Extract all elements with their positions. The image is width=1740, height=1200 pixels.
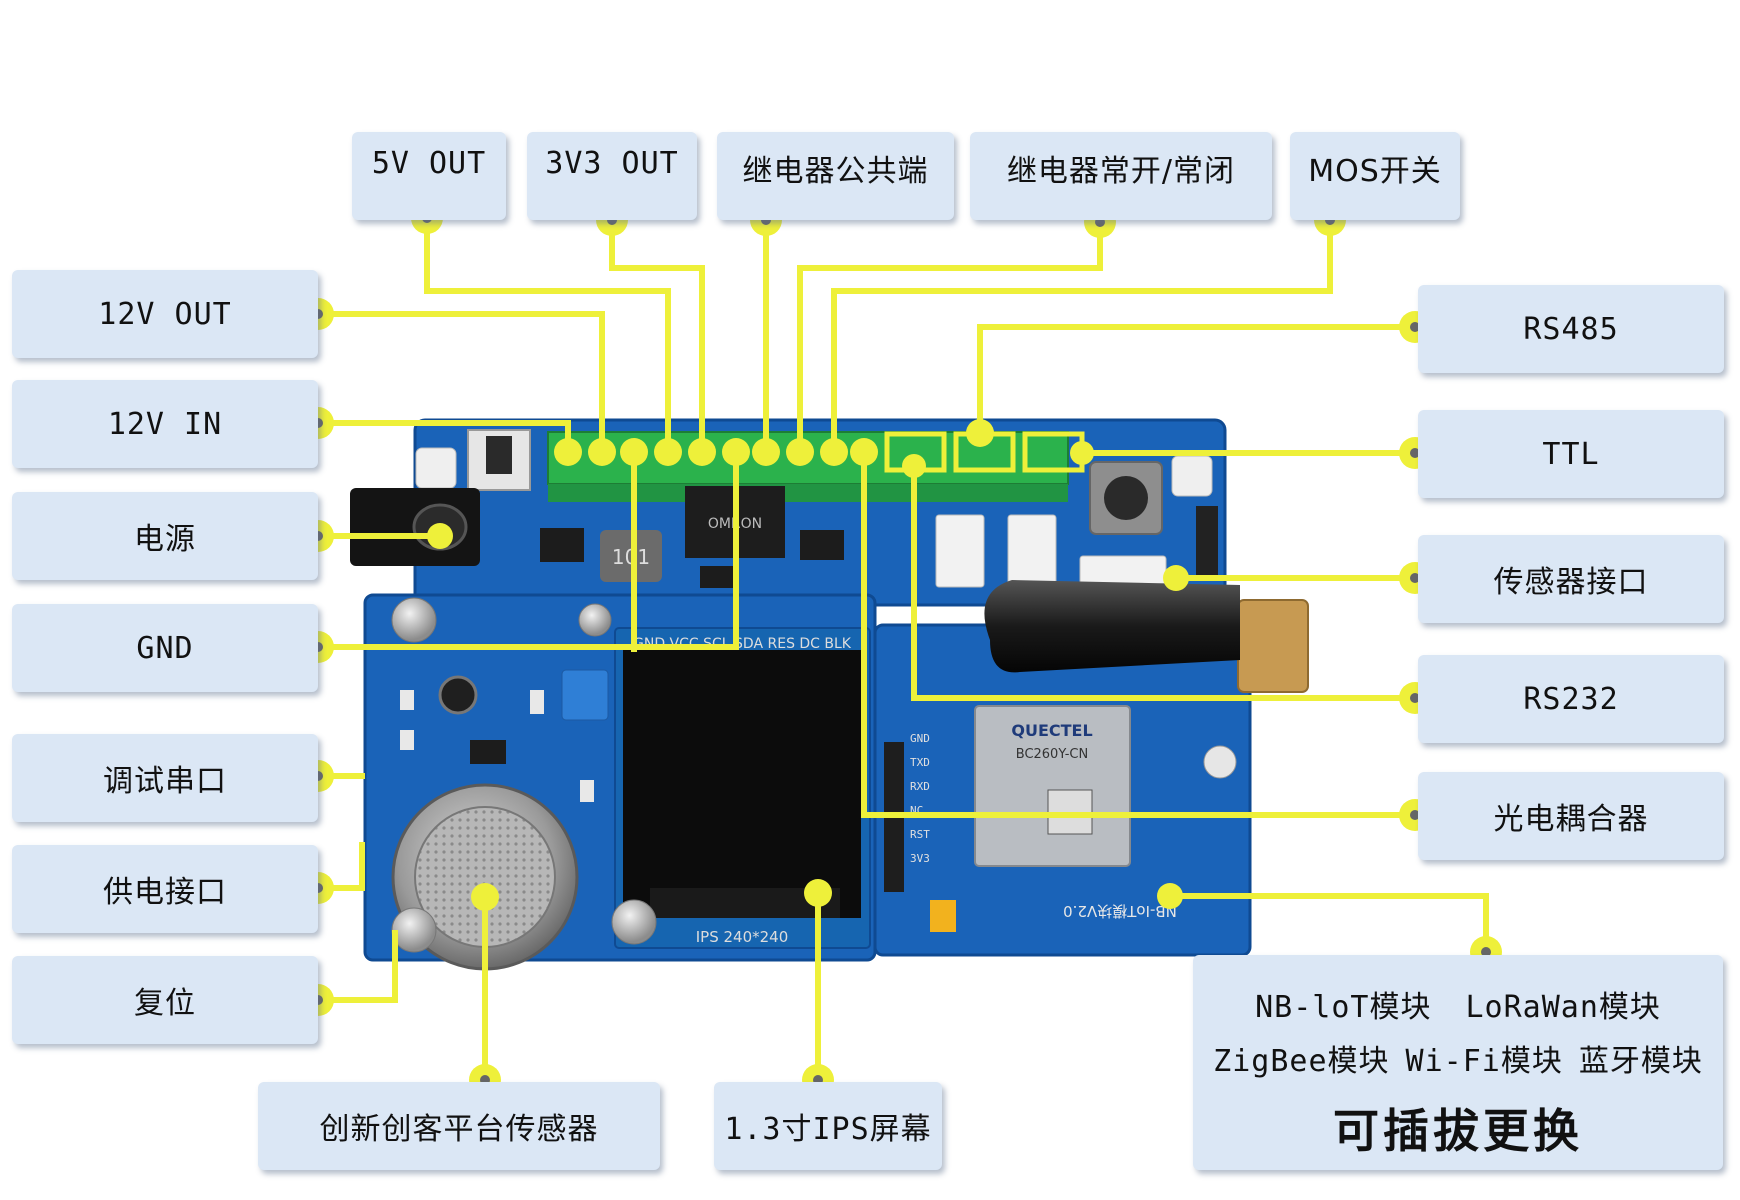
label-12v-out: 12V OUT [12, 270, 318, 358]
module-nbiot: NB-loT模块 [1255, 990, 1432, 1025]
jst-ttl [1007, 514, 1057, 588]
label-rs485: RS485 [1418, 285, 1724, 373]
module-board: GND TXD RXD NC RST 3V3 QUECTEL BC260Y-CN… [873, 580, 1309, 957]
screw [611, 899, 657, 945]
leader-3v3-out [609, 220, 705, 452]
leader-rs232 [911, 466, 1415, 701]
leader-mos-switch [831, 220, 1333, 452]
svg-text:3V3: 3V3 [910, 852, 930, 865]
jst-rs485 [935, 514, 985, 588]
capacitor [438, 675, 478, 715]
svg-text:RXD: RXD [910, 780, 930, 793]
sma-connector [1237, 599, 1309, 693]
label-sensor: 创新创客平台传感器 [258, 1082, 660, 1170]
screen-caption: IPS 240*240 [696, 928, 789, 946]
label-relay-no-nc: 继电器常开/常闭 [970, 132, 1272, 220]
module-brand: QUECTEL [1011, 721, 1092, 740]
ips-screen [623, 650, 861, 918]
sensor-board: GND VCC SCL SDA RES DC BLK IPS 240*240 [363, 593, 877, 971]
module-lorawan: LoRaWan模块 [1465, 990, 1661, 1025]
label-optocoupler: 光电耦合器 [1418, 772, 1724, 860]
label-gnd: GND [12, 604, 318, 692]
label-debug-uart: 调试串口 [12, 734, 318, 822]
module-line-1: NB-loT模块 LoRaWan模块 [1255, 981, 1661, 1035]
module-zigbee: ZigBee模块 [1213, 1044, 1390, 1079]
label-rs232: RS232 [1418, 655, 1724, 743]
screw [578, 603, 612, 637]
label-power-port: 供电接口 [12, 845, 318, 933]
label-5v-out: 5V OUT [352, 132, 506, 220]
module-line-2: ZigBee模块 Wi-Fi模块蓝牙模块 [1213, 1035, 1703, 1089]
screw [391, 907, 437, 953]
carrier-name: NB-IoT模块V2.0 [1063, 902, 1177, 920]
svg-text:RST: RST [910, 828, 930, 841]
svg-text:GND: GND [910, 732, 930, 745]
tantalum-capacitor [930, 900, 956, 932]
antenna [984, 580, 1240, 673]
potentiometer [561, 669, 609, 721]
label-mos-switch: MOS开关 [1290, 132, 1460, 220]
label-reset: 复位 [12, 956, 318, 1044]
leader-module [1170, 893, 1489, 952]
module-callout: NB-loT模块 LoRaWan模块 ZigBee模块 Wi-Fi模块蓝牙模块 可插… [1193, 955, 1723, 1170]
label-3v3-out: 3V3 OUT [527, 132, 697, 220]
leader-rs485 [977, 324, 1415, 433]
terminal-dots [427, 419, 1189, 911]
label-power: 电源 [12, 492, 318, 580]
leader-12v-out [318, 311, 605, 452]
module-bluetooth: 蓝牙模块 [1578, 1044, 1703, 1079]
leader-5v-out [424, 218, 671, 452]
svg-text:TXD: TXD [910, 756, 930, 769]
leader-lines [318, 218, 1489, 1080]
leader-reset [318, 930, 398, 1003]
module-wifi: Wi-Fi模块 [1405, 1044, 1563, 1079]
label-relay-common: 继电器公共端 [717, 132, 954, 220]
leader-relay-no-nc [797, 222, 1103, 452]
label-12v-in: 12V IN [12, 380, 318, 468]
screw [391, 597, 437, 643]
label-screen: 1.3寸IPS屏幕 [714, 1082, 942, 1170]
leader-gnd [318, 452, 739, 650]
module-model: BC260Y-CN [1016, 747, 1088, 762]
module-title: 可插拔更换 [1333, 1104, 1583, 1158]
leader-optocoupler [861, 452, 1415, 818]
label-sensor-port: 传感器接口 [1418, 535, 1724, 623]
label-ttl: TTL [1418, 410, 1724, 498]
